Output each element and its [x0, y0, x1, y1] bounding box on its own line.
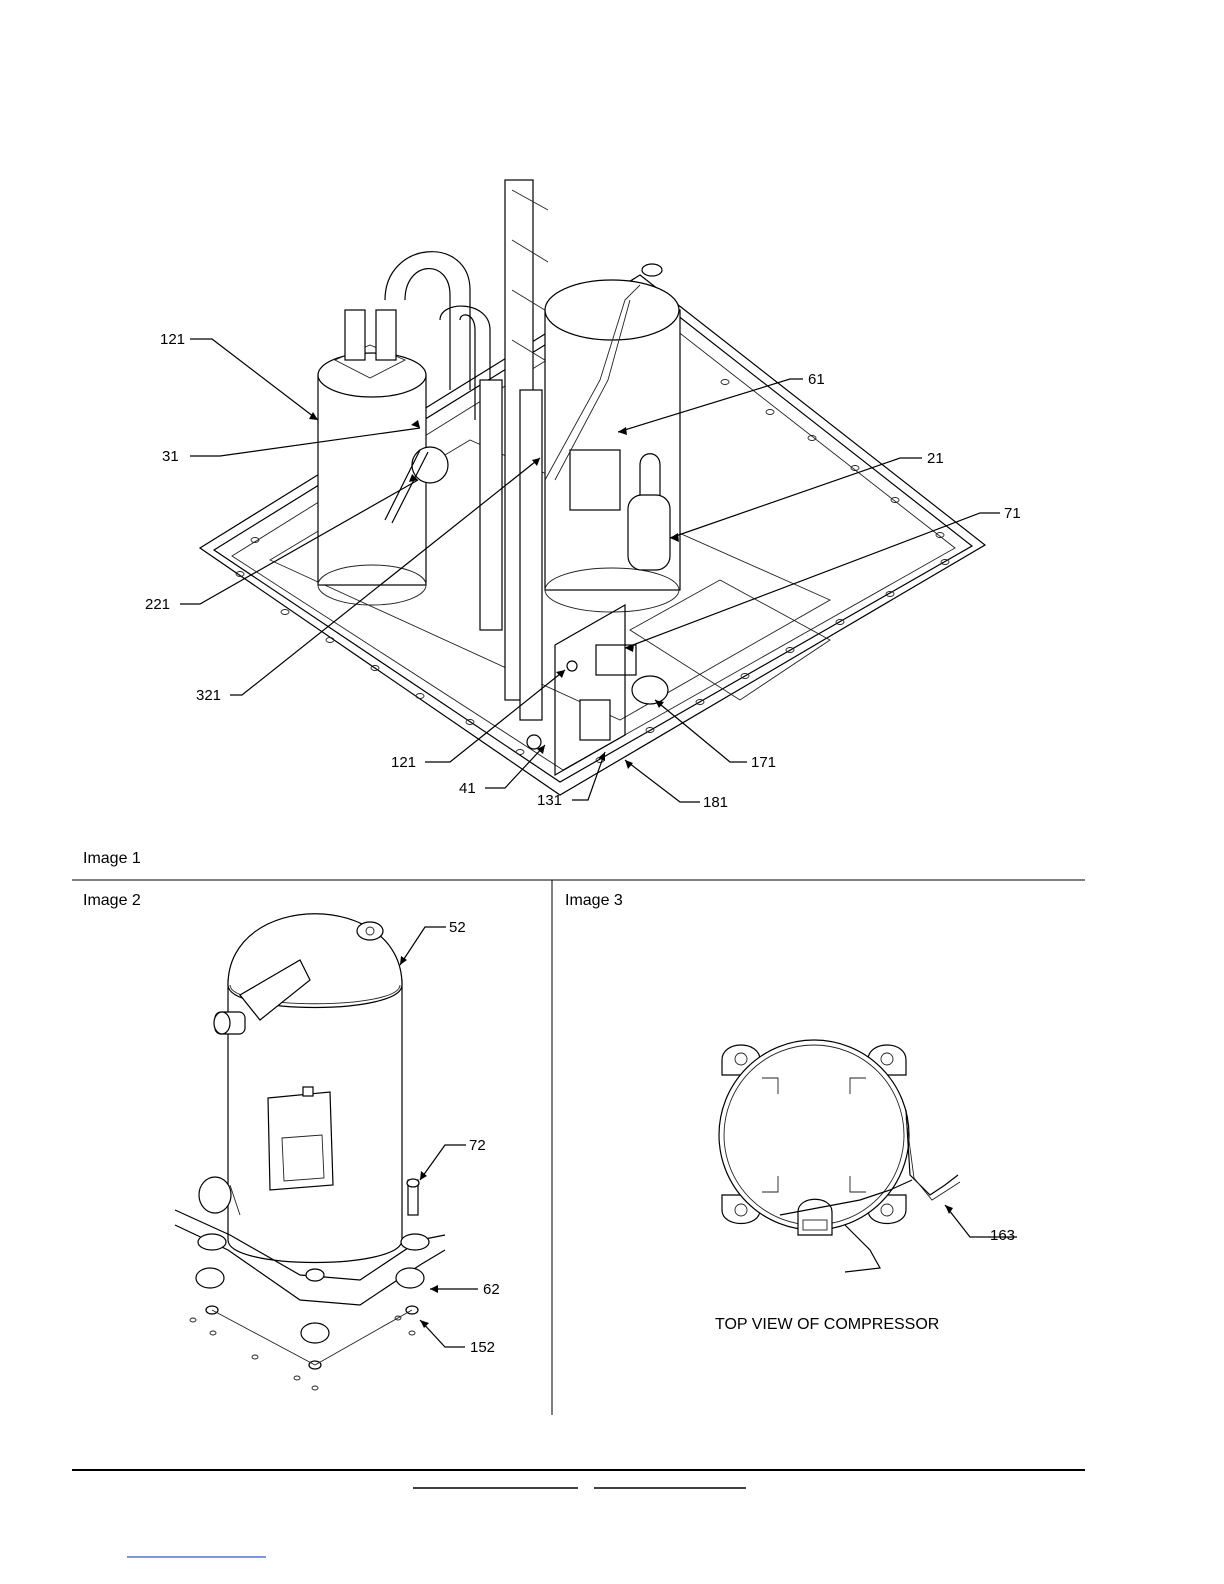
filter-drier — [628, 495, 670, 570]
callout-152: 152 — [470, 1339, 495, 1356]
callout-121-bottom: 121 — [391, 754, 416, 771]
callout-121-top: 121 — [160, 331, 185, 348]
valve-body — [412, 447, 448, 483]
callout-163: 163 — [990, 1227, 1015, 1244]
callout-71: 71 — [1004, 505, 1021, 522]
image3-top-view-drawing — [719, 1040, 960, 1272]
callout-181: 181 — [703, 794, 728, 811]
callout-61: 61 — [808, 371, 825, 388]
terminal-box — [268, 1092, 333, 1190]
callout-131: 131 — [537, 792, 562, 809]
callout-72: 72 — [469, 1137, 486, 1154]
top-view-caption: TOP VIEW OF COMPRESSOR — [715, 1316, 939, 1333]
callout-62: 62 — [483, 1281, 500, 1298]
image2-compressor-drawing — [175, 914, 445, 1390]
callout-321: 321 — [196, 687, 221, 704]
callout-52: 52 — [449, 919, 466, 936]
mounting-bracket — [555, 605, 625, 775]
callout-171: 171 — [751, 754, 776, 771]
callout-221: 221 — [145, 596, 170, 613]
callout-41: 41 — [459, 780, 476, 797]
callout-21: 21 — [927, 450, 944, 467]
callout-31: 31 — [162, 448, 179, 465]
image1-assembly-drawing — [200, 180, 985, 795]
service-valve — [632, 676, 668, 704]
